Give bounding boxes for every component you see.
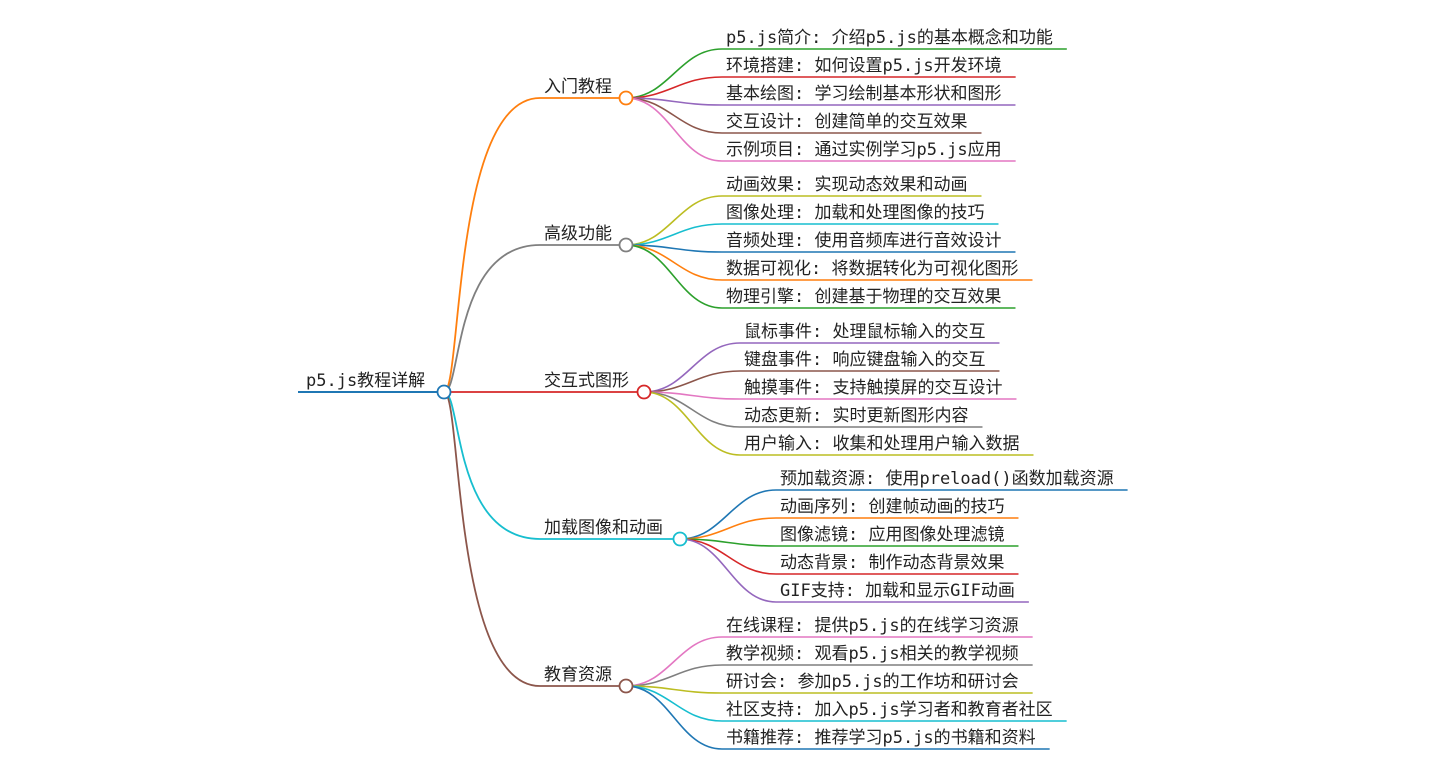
- branch-to-leaf-link: [679, 538, 777, 575]
- branch-label: 教育资源: [544, 665, 612, 685]
- branch-to-leaf-link: [625, 244, 723, 309]
- leaf-label: 图像处理: 加载和处理图像的技巧: [726, 203, 984, 223]
- branch-to-leaf-link: [679, 489, 777, 540]
- mindmap-links: [298, 48, 1128, 750]
- leaf-label: 动画序列: 创建帧动画的技巧: [780, 497, 1004, 517]
- branch-to-leaf-link: [625, 97, 723, 162]
- leaf-label: 研讨会: 参加p5.js的工作坊和研讨会: [726, 672, 1019, 692]
- leaf-label: 触摸事件: 支持触摸屏的交互设计: [744, 378, 1002, 398]
- root-to-branch-link: [443, 391, 541, 540]
- branch-label: 交互式图形: [544, 371, 629, 391]
- leaf-label: 环境搭建: 如何设置p5.js开发环境: [726, 56, 1002, 76]
- branch-toggle-circle[interactable]: [618, 237, 634, 253]
- leaf-label: 社区支持: 加入p5.js学习者和教育者社区: [726, 700, 1053, 720]
- branch-toggle-circle[interactable]: [636, 384, 652, 400]
- branch-toggle-circle[interactable]: [618, 90, 634, 106]
- leaf-label: 图像滤镜: 应用图像处理滤镜: [780, 525, 1004, 545]
- leaf-label: 在线课程: 提供p5.js的在线学习资源: [726, 616, 1019, 636]
- branch-to-leaf-link: [625, 195, 723, 246]
- leaf-label: 物理引擎: 创建基于物理的交互效果: [726, 287, 1001, 307]
- branch-to-leaf-link: [625, 685, 723, 750]
- branch-to-leaf-link: [643, 342, 741, 393]
- leaf-label: 动态更新: 实时更新图形内容: [744, 406, 968, 426]
- leaf-label: 示例项目: 通过实例学习p5.js应用: [726, 140, 1002, 160]
- leaf-label: 数据可视化: 将数据转化为可视化图形: [726, 259, 1018, 279]
- branch-to-leaf-link: [625, 76, 723, 99]
- leaf-label: 键盘事件: 响应键盘输入的交互: [744, 350, 985, 370]
- root-toggle-circle[interactable]: [436, 384, 452, 400]
- branch-to-leaf-link: [679, 517, 777, 540]
- branch-to-leaf-link: [643, 370, 741, 393]
- branch-label: 入门教程: [544, 77, 612, 97]
- branch-to-leaf-link: [625, 685, 723, 722]
- branch-label: 加载图像和动画: [544, 518, 663, 538]
- branch-to-leaf-link: [625, 48, 723, 99]
- branch-to-leaf-link: [625, 97, 723, 134]
- root-to-branch-link: [443, 97, 541, 393]
- leaf-label: 动画效果: 实现动态效果和动画: [726, 175, 967, 195]
- root-label: p5.js教程详解: [306, 371, 425, 391]
- branch-toggle-circle[interactable]: [672, 531, 688, 547]
- branch-to-leaf-link: [625, 244, 723, 281]
- branch-to-leaf-link: [679, 538, 777, 603]
- leaf-label: 鼠标事件: 处理鼠标输入的交互: [744, 322, 985, 342]
- leaf-label: 基本绘图: 学习绘制基本形状和图形: [726, 84, 1001, 104]
- leaf-label: 动态背景: 制作动态背景效果: [780, 553, 1004, 573]
- branch-toggle-circle[interactable]: [618, 678, 634, 694]
- leaf-label: 音频处理: 使用音频库进行音效设计: [726, 230, 1001, 251]
- leaf-label: 书籍推荐: 推荐学习p5.js的书籍和资料: [726, 728, 1036, 748]
- root-to-branch-link: [443, 391, 541, 687]
- branch-to-leaf-link: [625, 636, 723, 687]
- branch-to-leaf-link: [625, 223, 723, 246]
- leaf-label: 用户输入: 收集和处理用户输入数据: [744, 434, 1019, 454]
- leaf-label: 教学视频: 观看p5.js相关的教学视频: [726, 644, 1019, 664]
- leaf-label: GIF支持: 加载和显示GIF动画: [780, 581, 1015, 601]
- root-to-branch-link: [443, 244, 541, 393]
- mindmap-nodes: p5.js教程详解 入门教程 p5.js简介: 介绍p5.js的基本概念和功能环境搭…: [306, 27, 1114, 748]
- leaf-label: 预加载资源: 使用preload()函数加载资源: [780, 468, 1114, 489]
- branch-to-leaf-link: [625, 664, 723, 687]
- branch-to-leaf-link: [643, 391, 741, 428]
- branch-label: 高级功能: [544, 224, 612, 244]
- branch-to-leaf-link: [643, 391, 741, 456]
- leaf-label: p5.js简介: 介绍p5.js的基本概念和功能: [726, 27, 1053, 48]
- leaf-label: 交互设计: 创建简单的交互效果: [726, 112, 967, 132]
